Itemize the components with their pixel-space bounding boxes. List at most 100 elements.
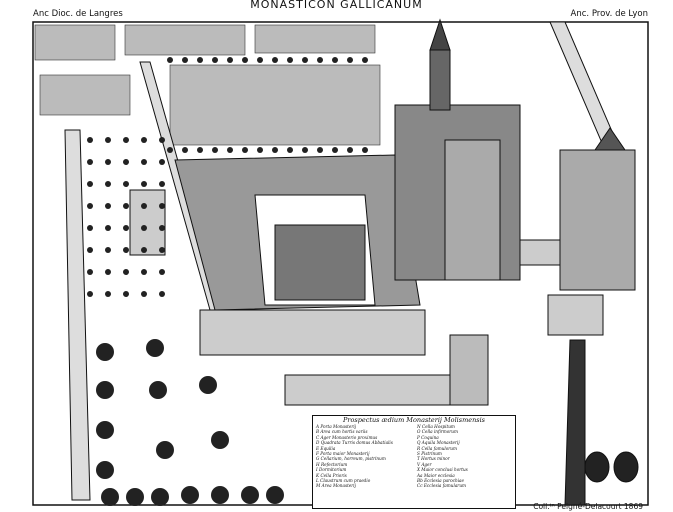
gardens [34,24,381,146]
legend-item: N Cella Hospitum [417,424,455,429]
tree [123,291,129,297]
church [394,18,636,291]
tree [96,421,114,439]
tree [141,203,147,209]
tree [272,147,278,153]
tree [347,147,353,153]
outbuildings [284,294,639,506]
tree [287,147,293,153]
tree [302,57,308,63]
tree [141,247,147,253]
tree [105,203,111,209]
legend-item: X Maior conclusi hortus [417,467,468,473]
legend-item: Bb Ecclesia parochiae [417,478,465,484]
tree [362,57,368,63]
tree [105,137,111,143]
tree [332,57,338,63]
tree [123,247,129,253]
legend-item: L Claustrum cum praedio [316,478,371,484]
tree [182,57,188,63]
tree [272,57,278,63]
tree [211,486,229,504]
tree [96,381,114,399]
tree [159,291,165,297]
tree [197,57,203,63]
legend-box: Prospectus ædium Monasterij Molismensis … [312,415,516,509]
cloister [129,154,426,356]
legend-item: E Equilia [316,445,336,451]
tree [362,147,368,153]
legend-item: P Coquina [417,434,439,440]
tree [159,269,165,275]
legend-item: G Cellarium, horreum, pistrinum [316,456,386,462]
tree [159,137,165,143]
tree [87,269,93,275]
tree [87,247,93,253]
legend-item: V Ager [417,461,432,467]
tree [101,488,119,506]
legend-item: S Pistrinum [417,451,442,457]
tree [182,147,188,153]
tree [159,159,165,165]
tree [126,488,144,506]
tree [141,159,147,165]
legend-item: M Area Monasterij [316,483,356,489]
tree [266,486,284,504]
tree [241,486,259,504]
tree [317,57,323,63]
tree [159,203,165,209]
tree [105,269,111,275]
tree [181,486,199,504]
tree [242,57,248,63]
tree [212,147,218,153]
legend-item: O Cella infirmorum [417,429,458,435]
tree [159,181,165,187]
legend-item: Q Aquila Monasterij [417,440,460,446]
tree [87,203,93,209]
page-title: MONASTICON GALLICANUM [250,0,423,11]
diocese-label: Anc Dioc. de Langres [33,9,123,19]
tree [212,57,218,63]
tree [141,291,147,297]
tree [123,159,129,165]
tree [159,247,165,253]
legend-item: I Dormitorium [316,467,347,473]
tree [149,381,167,399]
tree [227,57,233,63]
tree [87,291,93,297]
tree [141,137,147,143]
tree [317,147,323,153]
legend-item: C Ager Monasterio proximus [316,434,378,440]
legend-item: T Hortus minor [417,456,450,462]
legend-item: R Cella famulorum [417,445,457,451]
tree [105,225,111,231]
tree [87,181,93,187]
legend-title: Prospectus ædium Monasterij Molismensis [342,416,486,424]
legend-item: Cc Ecclesia famularum [417,483,466,489]
tree [123,137,129,143]
province-label: Anc. Prov. de Lyon [570,9,648,19]
tree [123,225,129,231]
tree [123,203,129,209]
tree [257,57,263,63]
tree [87,159,93,165]
tree [199,376,217,394]
legend-item: H Refectorium [316,461,348,467]
tree [197,147,203,153]
tree [96,461,114,479]
tree [87,225,93,231]
tree [105,181,111,187]
tree [141,181,147,187]
tree [211,431,229,449]
tree [141,269,147,275]
legend-item: A Porta Monasterij [316,424,356,429]
legend-item: F Porta maior Monasterij [316,451,370,457]
tree [156,441,174,459]
tree [151,488,169,506]
legend-item: B Area cum hortis variis [316,429,368,435]
tree [141,225,147,231]
legend-item: K Cella Prioris [316,472,347,478]
